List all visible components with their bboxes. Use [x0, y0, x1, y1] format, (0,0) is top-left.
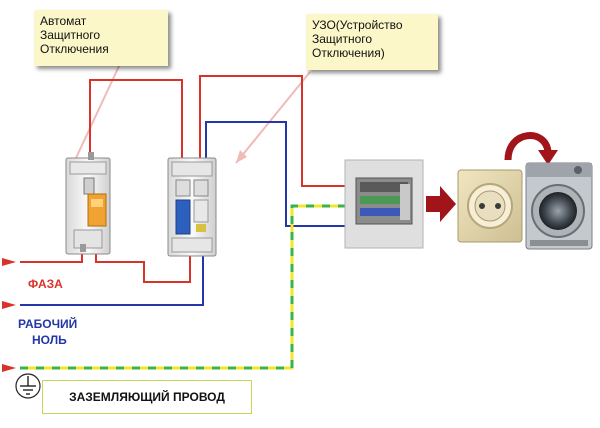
phase-input-arrow — [2, 258, 16, 266]
rcd-callout: УЗО(Устройство Защитного Отключения) — [306, 14, 438, 70]
curved-arrow — [504, 132, 552, 161]
ground-wire-label: ЗАЗЕМЛЯЮЩИЙ ПРОВОД — [42, 380, 252, 414]
phase-label: ФАЗА — [28, 277, 63, 291]
circuit-breaker-icon — [65, 152, 111, 255]
breaker-callout-line: Защитного — [40, 28, 101, 42]
neutral-wire — [20, 121, 345, 306]
rcd-callout-line: УЗО(Устройство — [312, 18, 403, 32]
ground-input-arrow — [2, 364, 16, 372]
output-arrow — [426, 186, 456, 222]
washing-machine-icon — [525, 162, 593, 250]
neutral-label-line-2: НОЛЬ — [32, 333, 67, 347]
ground-wire — [20, 204, 350, 370]
power-socket-icon — [457, 169, 523, 243]
breaker-callout-line: Отключения — [40, 42, 109, 56]
neutral-input-arrow — [2, 301, 16, 309]
breaker-callout-line: Автомат — [40, 14, 87, 28]
neutral-label-line-1: РАБОЧИЙ — [18, 317, 78, 331]
phase-wire — [20, 75, 345, 283]
rcd-callout-line: Отключения) — [312, 46, 385, 60]
breaker-callout: Автомат Защитного Отключения — [34, 10, 168, 66]
junction-box-icon — [344, 159, 424, 249]
rcd-icon — [167, 157, 217, 257]
rcd-callout-line: Защитного — [312, 32, 373, 46]
rcd-callout-pointer — [235, 71, 311, 164]
ground-symbol-icon — [15, 373, 41, 399]
breaker-callout-pointer — [75, 63, 121, 159]
